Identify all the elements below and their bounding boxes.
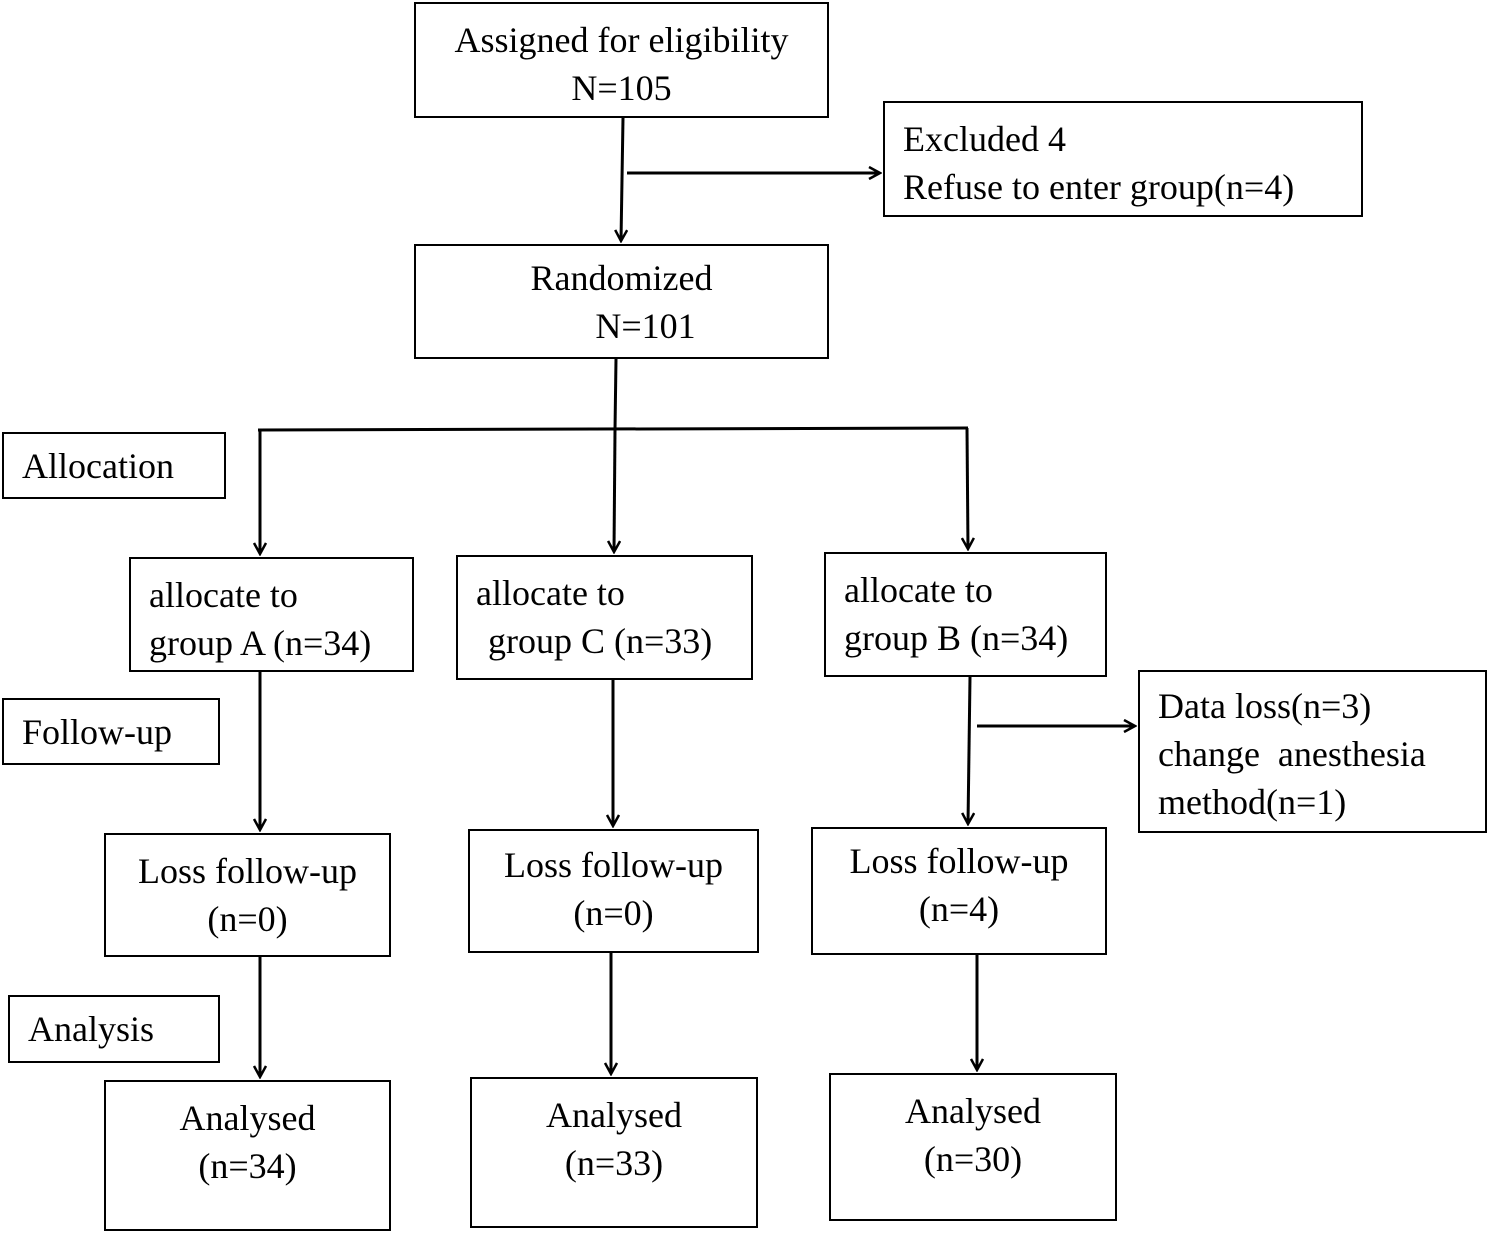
stage-label-analysis: Analysis xyxy=(8,995,220,1063)
excluded-title: Excluded 4 xyxy=(903,119,1066,159)
loss-group-b-count: (n=4) xyxy=(918,889,1000,929)
stage-follow-up-text: Follow-up xyxy=(22,712,173,752)
allocate-group-c-line2: group C (n=33) xyxy=(488,621,713,661)
allocate-group-c-box: allocate to group C (n=33) xyxy=(456,555,753,680)
loss-follow-up-group-b-box: Loss follow-up (n=4) xyxy=(811,827,1107,955)
stage-label-follow-up: Follow-up xyxy=(2,698,220,765)
allocate-group-a-line2: group A (n=34) xyxy=(149,623,372,663)
allocate-group-a-box: allocate to group A (n=34) xyxy=(129,557,414,672)
line-allocation-branch xyxy=(257,426,969,432)
loss-follow-up-group-c-box: Loss follow-up (n=0) xyxy=(468,829,759,953)
stage-analysis-text: Analysis xyxy=(28,1009,154,1049)
allocate-group-b-line2: group B (n=34) xyxy=(844,618,1069,658)
enrollment-title: Assigned for eligibility xyxy=(454,20,789,60)
randomized-box: Randomized N=101 xyxy=(414,244,829,359)
allocate-group-a-line1: allocate to xyxy=(149,575,298,615)
line-randomized-down xyxy=(613,358,618,431)
allocate-group-b-box: allocate to group B (n=34) xyxy=(824,552,1107,677)
allocate-group-c-line1: allocate to xyxy=(476,573,625,613)
loss-group-b-title: Loss follow-up xyxy=(849,841,1069,881)
loss-group-a-count: (n=0) xyxy=(207,899,288,939)
excluded-reason: Refuse to enter group(n=4) xyxy=(903,167,1295,207)
enrollment-box: Assigned for eligibility N=105 xyxy=(414,2,829,118)
arrow-to-group-c xyxy=(614,429,615,552)
analysed-group-a-title: Analysed xyxy=(179,1098,316,1138)
arrow-to-group-b xyxy=(967,427,968,549)
analysed-group-a-box: Analysed (n=34) xyxy=(104,1080,391,1231)
excluded-box: Excluded 4 Refuse to enter group(n=4) xyxy=(883,101,1363,217)
loss-group-a-title: Loss follow-up xyxy=(138,851,357,891)
analysed-group-b-count: (n=30) xyxy=(923,1139,1023,1179)
analysed-group-c-box: Analysed (n=33) xyxy=(470,1077,758,1228)
enrollment-count: N=105 xyxy=(571,68,672,108)
randomized-title: Randomized xyxy=(530,258,713,298)
arrow-enrollment-to-randomized xyxy=(621,117,623,241)
analysed-group-b-box: Analysed (n=30) xyxy=(829,1073,1117,1221)
allocate-group-b-line1: allocate to xyxy=(844,570,993,610)
group-b-exclusion-box: Data loss(n=3) change anesthesia method(… xyxy=(1138,670,1487,833)
group-b-change-anesthesia: change anesthesia xyxy=(1158,734,1426,774)
group-b-data-loss: Data loss(n=3) xyxy=(1158,686,1372,726)
loss-follow-up-group-a-box: Loss follow-up (n=0) xyxy=(104,833,391,957)
analysed-group-a-count: (n=34) xyxy=(198,1146,297,1186)
loss-group-c-count: (n=0) xyxy=(573,893,654,933)
analysed-group-c-count: (n=33) xyxy=(564,1143,664,1183)
loss-group-c-title: Loss follow-up xyxy=(504,845,723,885)
arrow-group-b-to-loss xyxy=(968,676,970,824)
stage-allocation-text: Allocation xyxy=(22,446,174,486)
group-b-method: method(n=1) xyxy=(1158,782,1347,822)
analysed-group-c-title: Analysed xyxy=(546,1095,682,1135)
analysed-group-b-title: Analysed xyxy=(905,1091,1041,1131)
randomized-count: N=101 xyxy=(595,306,696,346)
stage-label-allocation: Allocation xyxy=(2,432,226,499)
